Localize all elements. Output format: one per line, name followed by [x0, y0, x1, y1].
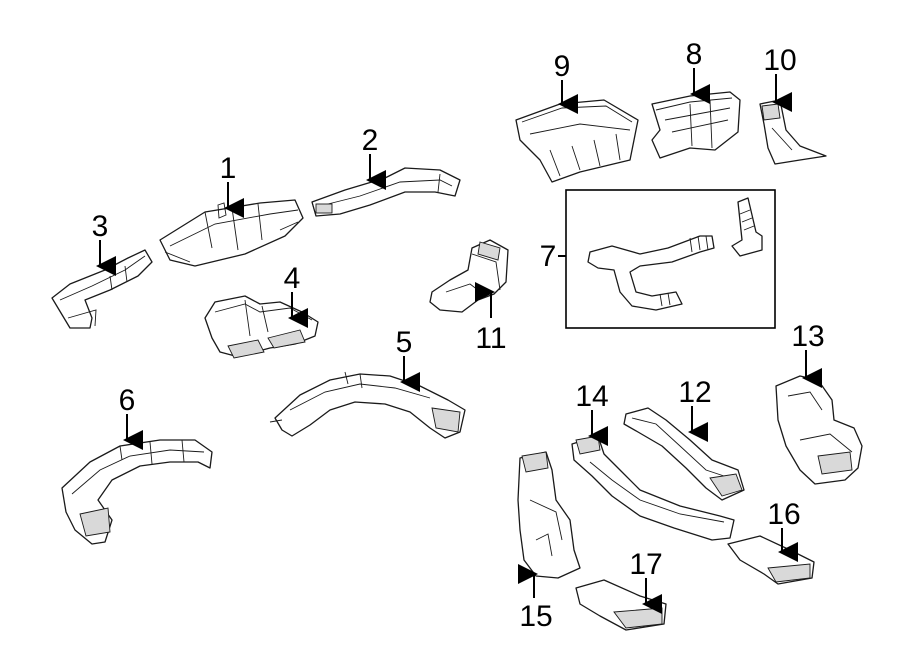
part-15-duct — [517, 451, 581, 579]
callout-2: 2 — [362, 124, 379, 157]
callout-9: 9 — [554, 50, 571, 83]
part-3-side-duct — [51, 249, 153, 329]
part-11-duct — [429, 239, 509, 313]
part-2-duct — [311, 167, 461, 217]
part-13-duct — [775, 375, 863, 485]
part-10-duct — [759, 99, 827, 165]
part-7-hose — [587, 197, 763, 311]
callout-11: 11 — [475, 322, 506, 355]
part-12-duct — [623, 407, 745, 501]
callout-14: 14 — [575, 380, 608, 413]
part-8-housing — [651, 91, 741, 159]
part-17-duct — [575, 579, 667, 631]
part-9-housing — [515, 99, 639, 183]
callout-13: 13 — [791, 320, 824, 353]
callout-17: 17 — [629, 548, 662, 581]
callout-16: 16 — [767, 498, 800, 531]
callout-5: 5 — [396, 326, 413, 359]
callout-10: 10 — [763, 44, 796, 77]
part-4-register — [204, 295, 319, 359]
part-16-duct — [727, 535, 815, 585]
callout-6: 6 — [119, 384, 136, 417]
part-5-duct — [269, 371, 466, 439]
part-7-box-frame — [565, 189, 776, 329]
callout-8: 8 — [686, 38, 703, 71]
callout-7: 7 — [540, 240, 557, 273]
part-14-duct — [571, 435, 735, 541]
callout-3: 3 — [92, 210, 109, 243]
callout-1: 1 — [220, 152, 237, 185]
callout-12: 12 — [678, 376, 711, 409]
part-1-center-duct — [159, 199, 304, 267]
callout-15: 15 — [519, 600, 552, 633]
part-6-arch-duct — [61, 439, 213, 545]
callout-4: 4 — [284, 262, 301, 295]
